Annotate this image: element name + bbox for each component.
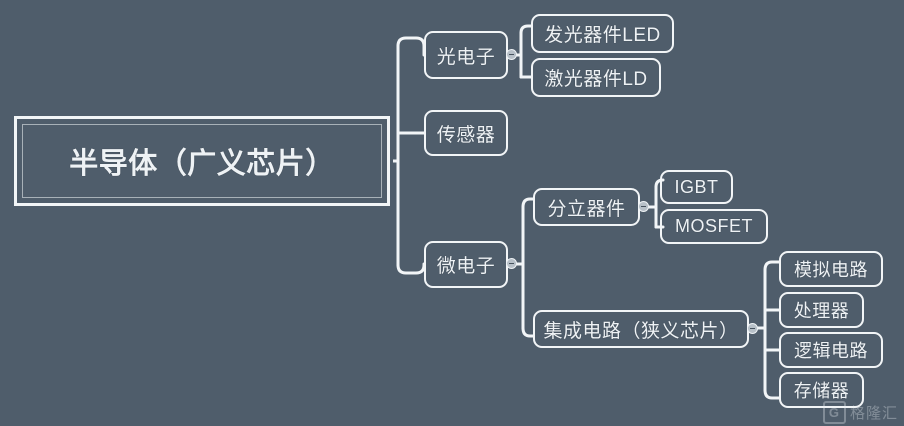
node-discrete-label: 分立器件 <box>547 198 626 220</box>
node-sensor[interactable]: 传感器 <box>424 110 508 156</box>
node-discrete[interactable]: 分立器件 <box>533 188 640 226</box>
node-ld[interactable]: 激光器件LD <box>531 58 661 97</box>
node-memory-label: 存储器 <box>793 381 850 401</box>
node-processor[interactable]: 处理器 <box>779 292 864 328</box>
node-microelectronics[interactable]: 微电子 <box>424 241 508 288</box>
node-optoelectronics-label: 光电子 <box>436 46 496 68</box>
collapse-handle-discrete[interactable] <box>638 201 649 212</box>
collapse-handle-integrated-circuit[interactable] <box>747 323 758 334</box>
node-logic-circuit-label: 逻辑电路 <box>794 341 868 361</box>
node-igbt[interactable]: IGBT <box>660 170 733 204</box>
watermark: G 格隆汇 <box>822 401 898 424</box>
node-led-label: 发光器件LED <box>544 25 661 46</box>
root-node-label: 半导体（广义芯片） <box>69 148 335 180</box>
node-optoelectronics[interactable]: 光电子 <box>424 31 508 79</box>
node-microelectronics-label: 微电子 <box>436 256 496 277</box>
node-integrated-circuit[interactable]: 集成电路（狭义芯片） <box>533 310 749 348</box>
node-mosfet-label: MOSFET <box>675 216 753 236</box>
root-node[interactable]: 半导体（广义芯片） <box>14 116 390 206</box>
node-sensor-label: 传感器 <box>436 124 496 146</box>
node-integrated-circuit-label: 集成电路（狭义芯片） <box>543 320 739 342</box>
collapse-handle-optoelectronics[interactable] <box>506 49 517 60</box>
node-memory[interactable]: 存储器 <box>779 372 864 408</box>
node-ld-label: 激光器件LD <box>544 69 648 90</box>
watermark-logo-icon: G <box>822 401 846 424</box>
collapse-handle-microelectronics[interactable] <box>506 258 517 269</box>
node-processor-label: 处理器 <box>793 301 850 321</box>
node-logic-circuit[interactable]: 逻辑电路 <box>779 332 883 368</box>
node-igbt-label: IGBT <box>674 176 719 197</box>
watermark-text: 格隆汇 <box>849 405 898 422</box>
node-led[interactable]: 发光器件LED <box>531 14 674 53</box>
node-mosfet[interactable]: MOSFET <box>660 209 768 244</box>
node-analog-circuit-label: 模拟电路 <box>794 260 868 280</box>
node-analog-circuit[interactable]: 模拟电路 <box>779 251 883 287</box>
